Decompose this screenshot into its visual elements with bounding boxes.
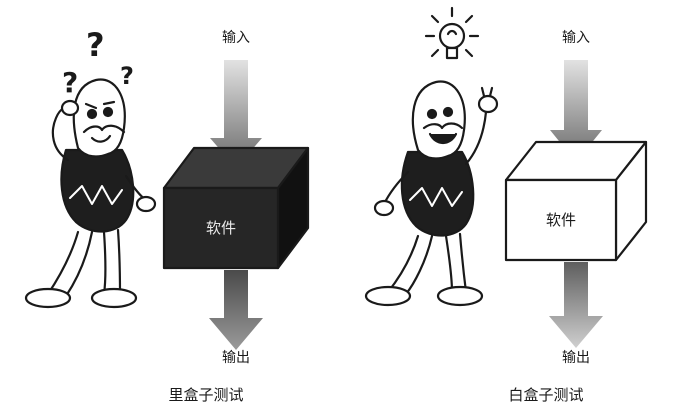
black-box-caption: 里盒子测试 bbox=[168, 386, 243, 404]
black-box-output-arrow bbox=[209, 270, 263, 350]
white-box-output-arrow bbox=[549, 262, 603, 348]
question-marks-icon: ? ? ? bbox=[62, 26, 134, 99]
happy-character bbox=[364, 80, 499, 307]
question-mark-2: ? bbox=[86, 26, 105, 64]
question-mark-1: ? bbox=[62, 66, 78, 99]
white-box-input-label: 输入 bbox=[562, 30, 590, 46]
black-box: 软件 bbox=[162, 146, 310, 270]
black-box-input-label: 输入 bbox=[222, 30, 250, 46]
confused-character bbox=[24, 78, 157, 309]
white-box-input-arrow bbox=[550, 60, 602, 162]
white-box: 软件 bbox=[504, 140, 648, 262]
white-box-output-label: 输出 bbox=[562, 350, 590, 366]
question-mark-3: ? bbox=[120, 62, 134, 90]
black-box-input-arrow bbox=[210, 60, 262, 168]
white-box-panel: 输入 软件 输出 白盒子测试 bbox=[364, 6, 648, 404]
white-box-label: 软件 bbox=[546, 211, 576, 229]
black-box-output-label: 输出 bbox=[222, 350, 250, 366]
black-box-label: 软件 bbox=[206, 219, 236, 237]
black-box-panel: 输入 软件 输出 里盒子测试 ? ? ? bbox=[24, 26, 310, 404]
lightbulb-icon bbox=[424, 6, 480, 60]
white-box-caption: 白盒子测试 bbox=[508, 386, 583, 404]
